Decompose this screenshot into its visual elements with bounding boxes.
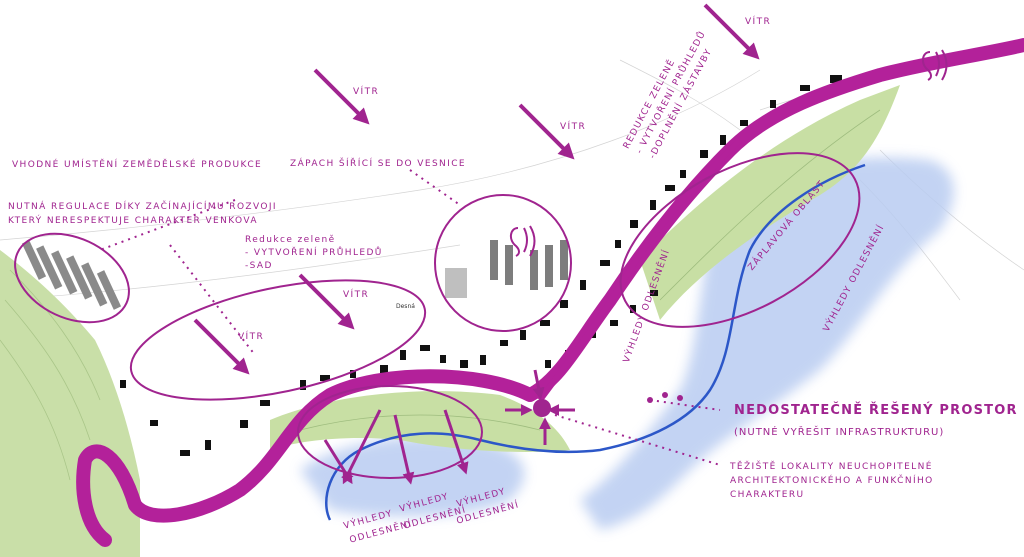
agri-sheds [21,240,122,310]
wind-label: VÍTR [560,122,587,132]
centre-arrows [505,369,575,445]
wind-label: VÍTR [343,290,370,300]
ear-icon [510,225,536,257]
wind-label: VÍTR [353,87,380,97]
annotation-shapes [14,152,861,479]
forest-left [0,250,140,557]
main-road [76,38,1024,547]
smell-sheds [445,240,568,298]
river [325,163,866,521]
secondary-road [537,137,743,402]
leader-lines [99,169,721,466]
wind-label: VÍTR [745,17,772,27]
green-strip-contours [299,109,881,431]
ear-icon [922,49,948,81]
greenery-sad-label: - vytvoření průhledů [245,248,383,258]
regulation-label: KTERÝ NERESPEKTUJE CHARAKTER VENKOVA [8,216,258,226]
street-subtitle: (NUTNÉ VYŘEŠIT INFRASTRUKTURU) [734,427,945,438]
wind-label: VÍTR [238,332,265,342]
agri-label: VHODNÉ UMÍSTĚNÍ ZEMĚDĚLSKÉ PRODUKCE [12,160,263,170]
street-dots [647,392,683,403]
smell-label: ZÁPACH ŠÍŘÍCÍ SE DO VESNICE [290,159,467,169]
street-title: NEDOSTATEČNĚ ŘEŠENÝ PROSTOR ULICE [734,403,1024,418]
centre-marker [533,399,551,417]
centre-label: TĚŽIŠTĚ LOKALITY NEUCHOPITELNÉ [730,462,933,472]
regulation-label: NUTNÁ REGULACE DÍKY ZAČÍNAJÍCÍMU ROZVOJI [8,202,277,212]
centre-label: ARCHITEKTONICKÉHO A FUNKČNÍHO [730,476,934,486]
green-strip-upper [640,85,900,320]
views-arrows [323,409,469,485]
green-strip-lower [270,391,570,452]
buildings [120,75,842,456]
forest-left-contours [0,269,101,481]
village-name: Desná [396,303,415,310]
greenery-sad-label: Redukce zeleně [245,235,336,245]
wind-arrows [193,3,760,375]
centre-label: CHARAKTERU [730,490,805,500]
greenery-sad-label: -sad [245,261,273,271]
